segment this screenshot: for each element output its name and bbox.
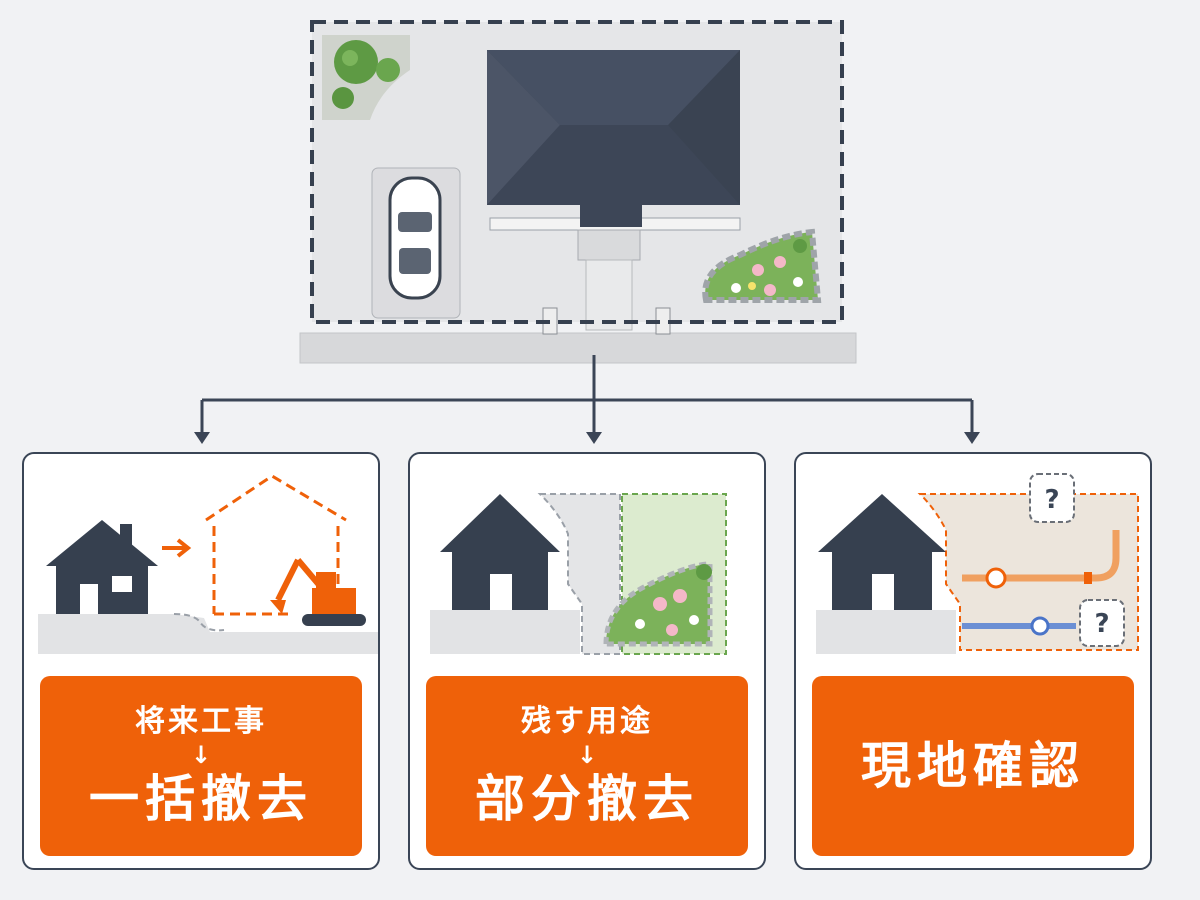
option-condition: 残す用途: [521, 704, 653, 739]
excavator-icon: [270, 558, 366, 626]
option-arrow: ↓: [190, 741, 212, 769]
flower-bed-icon: [702, 228, 822, 303]
house-icon: [818, 494, 946, 610]
svg-text:?: ?: [1044, 485, 1059, 515]
connector-lines: [200, 355, 974, 432]
arrow-icon: [194, 432, 980, 444]
svg-text:?: ?: [1094, 609, 1109, 639]
rebuild-scene: [38, 474, 378, 654]
option-result: 部分撤去: [475, 770, 699, 828]
house-icon: [440, 494, 560, 610]
option-label-2: 残す用途 ↓ 部分撤去: [426, 676, 748, 856]
future-house-outline: [205, 474, 347, 616]
option-result: 現地確認: [861, 737, 1085, 795]
option-condition: 将来工事: [135, 704, 267, 739]
unknown-marker-bottom: ?: [1079, 599, 1125, 647]
option-panel-2: 残す用途 ↓ 部分撤去: [408, 452, 766, 870]
tree-cluster-icon: [322, 35, 410, 120]
entrance-path: [577, 229, 641, 331]
car-icon: [388, 176, 442, 300]
option-label-3: 現地確認: [812, 676, 1134, 856]
option-panel-3: ? ? 現地確認: [794, 452, 1152, 870]
sidewalk: [299, 332, 857, 364]
option-panel-1: 将来工事 ↓ 一括撤去: [22, 452, 380, 870]
site-boundary: [310, 20, 844, 324]
house-roof-icon: [487, 50, 741, 231]
pipe-icon: [962, 530, 1120, 636]
option-arrow: ↓: [576, 741, 598, 769]
option-result: 一括撤去: [89, 770, 313, 828]
flower-bed-icon: [603, 561, 713, 647]
unknown-marker-top: ?: [1029, 473, 1075, 523]
partial-removal-scene: [430, 493, 727, 655]
site-check-scene: ? ?: [816, 473, 1139, 654]
house-icon: [46, 520, 158, 614]
option-label-1: 将来工事 ↓ 一括撤去: [40, 676, 362, 856]
arrow-right-icon: [162, 538, 192, 558]
